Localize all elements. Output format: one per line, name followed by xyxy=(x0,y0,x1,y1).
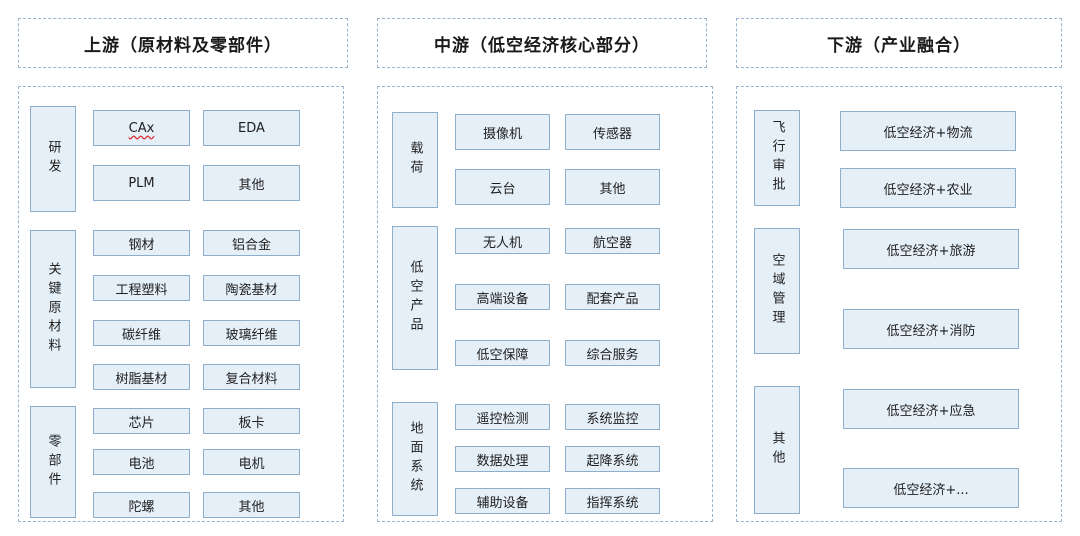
midstream-header: 中游（低空经济核心部分） xyxy=(377,18,707,68)
category-ground-system: 地面系统 xyxy=(392,402,438,516)
category-label: 载荷 xyxy=(407,141,423,179)
item-takeoff-landing: 起降系统 xyxy=(565,446,660,472)
item-high-end-equipment: 高端设备 xyxy=(455,284,550,310)
category-materials: 关键原材料 xyxy=(30,230,76,388)
item-payload-other: 其他 xyxy=(565,169,660,205)
item-board: 板卡 xyxy=(203,408,300,434)
item-supporting-products: 配套产品 xyxy=(565,284,660,310)
category-payload: 载荷 xyxy=(392,112,438,208)
item-plm: PLM xyxy=(93,165,190,201)
category-rd: 研发 xyxy=(30,106,76,212)
item-gimbal: 云台 xyxy=(455,169,550,205)
category-label: 研发 xyxy=(45,140,61,178)
item-more: 低空经济+... xyxy=(843,468,1019,508)
item-logistics: 低空经济+物流 xyxy=(840,111,1016,151)
downstream-panel xyxy=(736,86,1062,522)
item-drone: 无人机 xyxy=(455,228,550,254)
item-firefighting: 低空经济+消防 xyxy=(843,309,1019,349)
item-rd-other: 其他 xyxy=(203,165,300,201)
upstream-header: 上游（原材料及零部件） xyxy=(18,18,348,68)
downstream-header: 下游（产业融合） xyxy=(736,18,1062,68)
category-products: 低空产品 xyxy=(392,226,438,370)
item-chip: 芯片 xyxy=(93,408,190,434)
item-resin: 树脂基材 xyxy=(93,364,190,390)
item-battery: 电池 xyxy=(93,449,190,475)
item-integrated-services: 综合服务 xyxy=(565,340,660,366)
category-other: 其他 xyxy=(754,386,800,514)
item-auxiliary-equipment: 辅助设备 xyxy=(455,488,550,514)
item-steel: 钢材 xyxy=(93,230,190,256)
upstream-panel xyxy=(18,86,344,522)
item-system-monitoring: 系统监控 xyxy=(565,404,660,430)
item-carbon-fiber: 碳纤维 xyxy=(93,320,190,346)
item-composite: 复合材料 xyxy=(203,364,300,390)
category-airspace: 空域管理 xyxy=(754,228,800,354)
category-label: 地面系统 xyxy=(407,421,423,497)
item-data-processing: 数据处理 xyxy=(455,446,550,472)
item-plastics: 工程塑料 xyxy=(93,275,190,301)
category-label: 关键原材料 xyxy=(45,261,61,357)
item-motor: 电机 xyxy=(203,449,300,475)
category-label: 零部件 xyxy=(45,433,61,491)
item-agriculture: 低空经济+农业 xyxy=(840,168,1016,208)
item-command-system: 指挥系统 xyxy=(565,488,660,514)
category-label: 低空产品 xyxy=(407,260,423,336)
item-gyro: 陀螺 xyxy=(93,492,190,518)
category-flight-approval: 飞行审批 xyxy=(754,110,800,206)
category-parts: 零部件 xyxy=(30,406,76,518)
item-emergency: 低空经济+应急 xyxy=(843,389,1019,429)
item-cax: CAx xyxy=(93,110,190,146)
category-label: 空域管理 xyxy=(769,253,785,329)
category-label: 飞行审批 xyxy=(769,120,785,196)
item-parts-other: 其他 xyxy=(203,492,300,518)
item-ceramic: 陶瓷基材 xyxy=(203,275,300,301)
item-low-altitude-support: 低空保障 xyxy=(455,340,550,366)
item-aluminum: 铝合金 xyxy=(203,230,300,256)
midstream-panel xyxy=(377,86,713,522)
item-sensor: 传感器 xyxy=(565,114,660,150)
item-camera: 摄像机 xyxy=(455,114,550,150)
item-tourism: 低空经济+旅游 xyxy=(843,229,1019,269)
item-aircraft: 航空器 xyxy=(565,228,660,254)
item-eda: EDA xyxy=(203,110,300,146)
item-remote-detection: 遥控检测 xyxy=(455,404,550,430)
item-glass-fiber: 玻璃纤维 xyxy=(203,320,300,346)
category-label: 其他 xyxy=(769,431,785,469)
